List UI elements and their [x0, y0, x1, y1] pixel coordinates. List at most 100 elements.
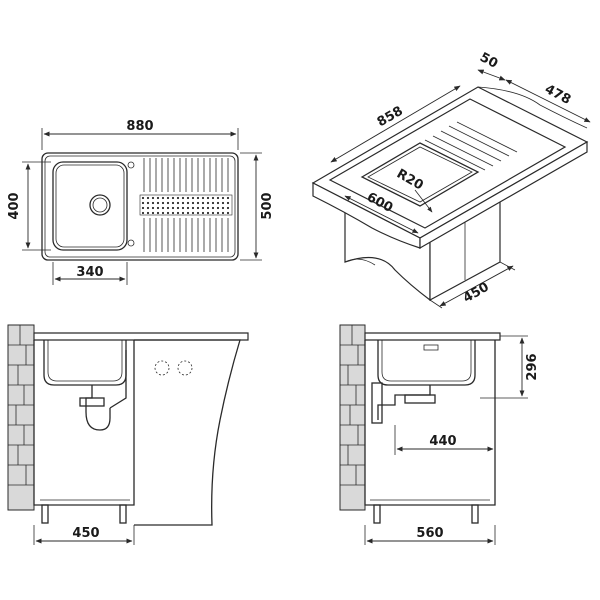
countertop-front [33, 332, 249, 341]
perforation-dot [186, 201, 190, 205]
perforation-dot [176, 206, 180, 210]
dim-858-label: 858 [375, 104, 406, 131]
dim-560-label: 560 [416, 526, 443, 541]
perforation-dot [146, 196, 150, 200]
drain-inner-icon [92, 197, 108, 213]
dim-iso-450-label: 450 [461, 280, 492, 307]
drainboard-grooves-top [143, 158, 229, 192]
outlet-hole-icon [177, 360, 193, 376]
isometric-view: 858 50 478 R20 600 450 [311, 50, 591, 309]
perforation-dot [206, 196, 210, 200]
overflow-slot [423, 344, 439, 351]
perforation-dot [166, 211, 170, 215]
perforation-dot [171, 201, 175, 205]
perforation-dot [186, 211, 190, 215]
dim-478-label: 478 [542, 82, 573, 108]
perforation-dot [201, 211, 205, 215]
perforation-dot [176, 201, 180, 205]
perforation-dot [176, 196, 180, 200]
siphon [85, 385, 111, 431]
perforation-dot [186, 206, 190, 210]
perforation-dot [161, 201, 165, 205]
dim-440-label: 440 [429, 434, 456, 449]
perforation-dot [171, 206, 175, 210]
tap-hole-icon [127, 239, 135, 247]
overflow-icon [127, 161, 135, 169]
perforation-dot [171, 211, 175, 215]
perforation-dot [196, 206, 200, 210]
perforation-dot [151, 211, 155, 215]
top-view: 880 500 400 340 [7, 119, 275, 285]
cabinet-legs [41, 504, 127, 524]
perforation-dot [226, 211, 230, 215]
perforation-dot [206, 211, 210, 215]
perforation-dot [226, 196, 230, 200]
perforation-dot [221, 196, 225, 200]
perforation-dot [191, 196, 195, 200]
bowl-section [43, 340, 127, 386]
front-section-view: 450 [7, 324, 249, 545]
perforation-dot [201, 201, 205, 205]
perforation-dot [141, 196, 145, 200]
side-section-view: 296 440 560 [339, 324, 540, 545]
perforation-dot [211, 206, 215, 210]
outlet-hole-icon [154, 360, 170, 376]
brick-wall-right [339, 324, 366, 511]
perforation-dot [216, 206, 220, 210]
perforation-dot [181, 211, 185, 215]
perforation-dot [216, 201, 220, 205]
perforation-dot [221, 206, 225, 210]
dim-400-label: 400 [7, 192, 22, 219]
perforation-dot [191, 206, 195, 210]
dim-296-label: 296 [525, 353, 540, 380]
perforation-dot [151, 201, 155, 205]
perforation-dot [201, 206, 205, 210]
dim-front-450-label: 450 [72, 526, 99, 541]
bowl [52, 161, 128, 251]
perforation-dot [196, 201, 200, 205]
perforation-dot [166, 201, 170, 205]
sink-outline [41, 152, 239, 261]
perforation-dot [141, 201, 145, 205]
perforation-dot [216, 196, 220, 200]
perforation-dot [161, 206, 165, 210]
perforation-dot [226, 206, 230, 210]
perforation-dot [151, 196, 155, 200]
drainboard-perforation [139, 194, 233, 216]
perforation-dot [191, 211, 195, 215]
perforation-dot [181, 196, 185, 200]
perforation-dot [226, 201, 230, 205]
perforation-dot [211, 201, 215, 205]
dim-880-label: 880 [126, 119, 153, 134]
perforation-dot [211, 196, 215, 200]
perforation-dot [146, 211, 150, 215]
perforation-dot [206, 206, 210, 210]
perforation-dot [156, 206, 160, 210]
brick-wall-left [7, 324, 35, 511]
perforation-dot [156, 201, 160, 205]
perforation-dot [196, 211, 200, 215]
perforation-dot [186, 196, 190, 200]
perforation-dot [221, 201, 225, 205]
side-waste-pipe [377, 385, 431, 420]
countertop-side [364, 332, 501, 341]
cabinet-front [33, 340, 135, 506]
perforation-dot [146, 201, 150, 205]
perforation-dot [171, 196, 175, 200]
perforation-dot [196, 196, 200, 200]
perforation-dot [166, 196, 170, 200]
perforation-dot [201, 196, 205, 200]
bowl-inner [55, 164, 125, 248]
perforation-dot [176, 211, 180, 215]
perforation-dot [206, 201, 210, 205]
dim-340-label: 340 [76, 265, 103, 280]
perforation-dot [141, 206, 145, 210]
side-cabinet-legs [373, 504, 479, 524]
perforation-dot [156, 211, 160, 215]
dim-50-label: 50 [477, 50, 500, 72]
bowl-side-section [377, 340, 476, 386]
perforation-dot [221, 211, 225, 215]
perforation-dot [161, 211, 165, 215]
